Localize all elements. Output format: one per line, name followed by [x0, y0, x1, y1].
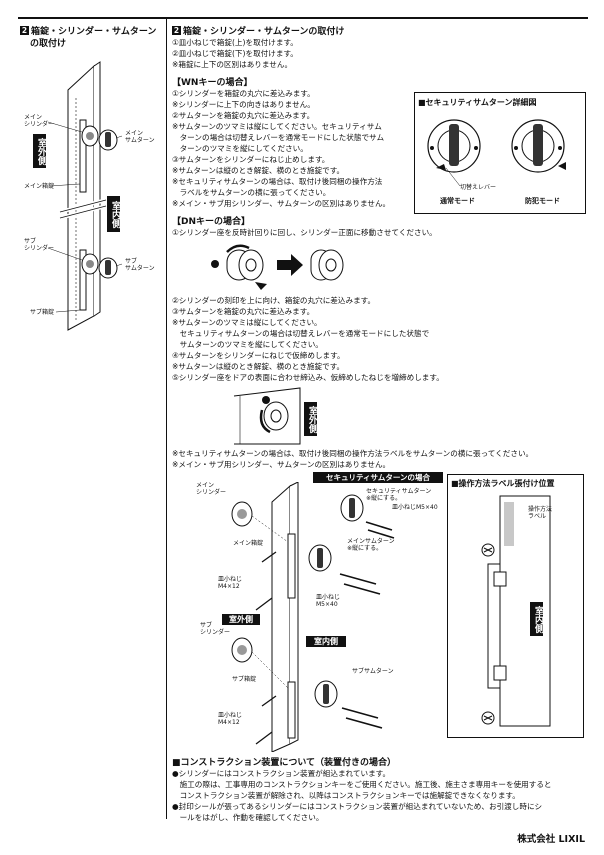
switch-lever-label: 切替えレバー	[460, 184, 497, 191]
operation-label-text: 操作方法ラベル	[528, 506, 553, 520]
security-thumbturn-detail-box	[414, 92, 586, 214]
exploded-main-box-label: メイン箱錠	[233, 540, 264, 547]
exploded-sub-cylinder-label: サブシリンダー	[200, 622, 231, 636]
left-section-title-2: の取付け	[30, 39, 67, 49]
label-position-box	[447, 474, 584, 738]
cylinder-tighten-drawing	[233, 387, 301, 445]
outdoor-side-band: 室外側	[33, 134, 46, 168]
sub-box-lock-label: サブ箱錠	[30, 309, 55, 316]
dn-key-steps: ②シリンダーの刻印を上に向け、箱錠の丸穴に差込みます。 ③サムターンを箱錠の丸穴…	[172, 296, 444, 382]
top-rule	[18, 17, 588, 19]
exploded-security-thumbturn-label: セキュリティサムターン※縦にする。	[366, 488, 432, 502]
sub-thumbturn-label: サブサムターン	[125, 258, 155, 272]
normal-mode-label: 通常モード	[440, 197, 475, 205]
exploded-sub-thumbturn-label: サブサムターン	[352, 668, 394, 675]
column-divider	[166, 19, 167, 819]
wn-key-steps: ①シリンダーを箱錠の丸穴に差込みます。 ※シリンダーに上下の向きはありません。 …	[172, 89, 391, 208]
label-position-drawing	[481, 495, 551, 727]
main-box-lock-label: メイン箱錠	[24, 183, 55, 190]
exploded-assembly-diagram	[231, 482, 395, 752]
construction-title: ■コンストラクション装置について（装置付きの場合）	[172, 758, 397, 768]
indoor-side-band: 室内側	[107, 196, 120, 232]
door-side-diagram	[47, 61, 123, 331]
exploded-sub-box-label: サブ箱錠	[232, 676, 257, 683]
intro-steps: ①皿小ねじで箱錠(上)を取付けます。 ②皿小ねじで箱錠(下)を取付けます。 ※箱…	[172, 38, 298, 69]
exploded-main-cylinder-label: メインシリンダー	[196, 482, 227, 496]
exploded-outdoor-band: 室外側	[222, 614, 260, 625]
dn-step-1: ①シリンダー座を反時計回りに回し、シリンダー正面に移動させてください。	[172, 228, 437, 237]
step-number-badge: 2	[172, 26, 181, 35]
main-thumbturn-label: メインサムターン	[125, 130, 155, 144]
exploded-main-thumbturn-label: メインサムターン※縦にする。	[347, 538, 395, 552]
security-box-title: ■セキュリティサムターン詳細図	[418, 98, 537, 107]
wn-key-heading: 【WNキーの場合】	[172, 78, 253, 88]
general-notes: ※セキュリティサムターンの場合は、取付け後同梱の操作方法ラベルをサムターンの横に…	[172, 449, 534, 469]
company-name: 株式会社 LIXIL	[517, 834, 585, 845]
construction-notes: ●シリンダーにはコンストラクション装置が組込まれています。 施工の際は、工事専用…	[172, 769, 552, 822]
security-thumbturn-header-band: セキュリティサムターンの場合	[313, 472, 443, 483]
cylinder-seat-rotation-drawing	[211, 244, 344, 290]
sub-cylinder-label: サブシリンダー	[24, 238, 55, 252]
label-position-title: ■操作方法ラベル張付け位置	[451, 479, 555, 488]
step-number-badge: 2	[20, 26, 29, 35]
dn-key-heading: 【DNキーの場合】	[172, 217, 251, 227]
crime-mode-label: 防犯モード	[525, 197, 560, 205]
exploded-indoor-band: 室内側	[306, 636, 346, 647]
exploded-screw-m5-top-label: 皿小ねじM5×40	[392, 504, 438, 511]
label-box-indoor-band: 室内側	[530, 602, 543, 636]
main-cylinder-label: メインシリンダー	[24, 114, 55, 128]
security-thumbturn-drawing	[427, 119, 566, 187]
dn-outdoor-band: 室外側	[304, 402, 317, 436]
